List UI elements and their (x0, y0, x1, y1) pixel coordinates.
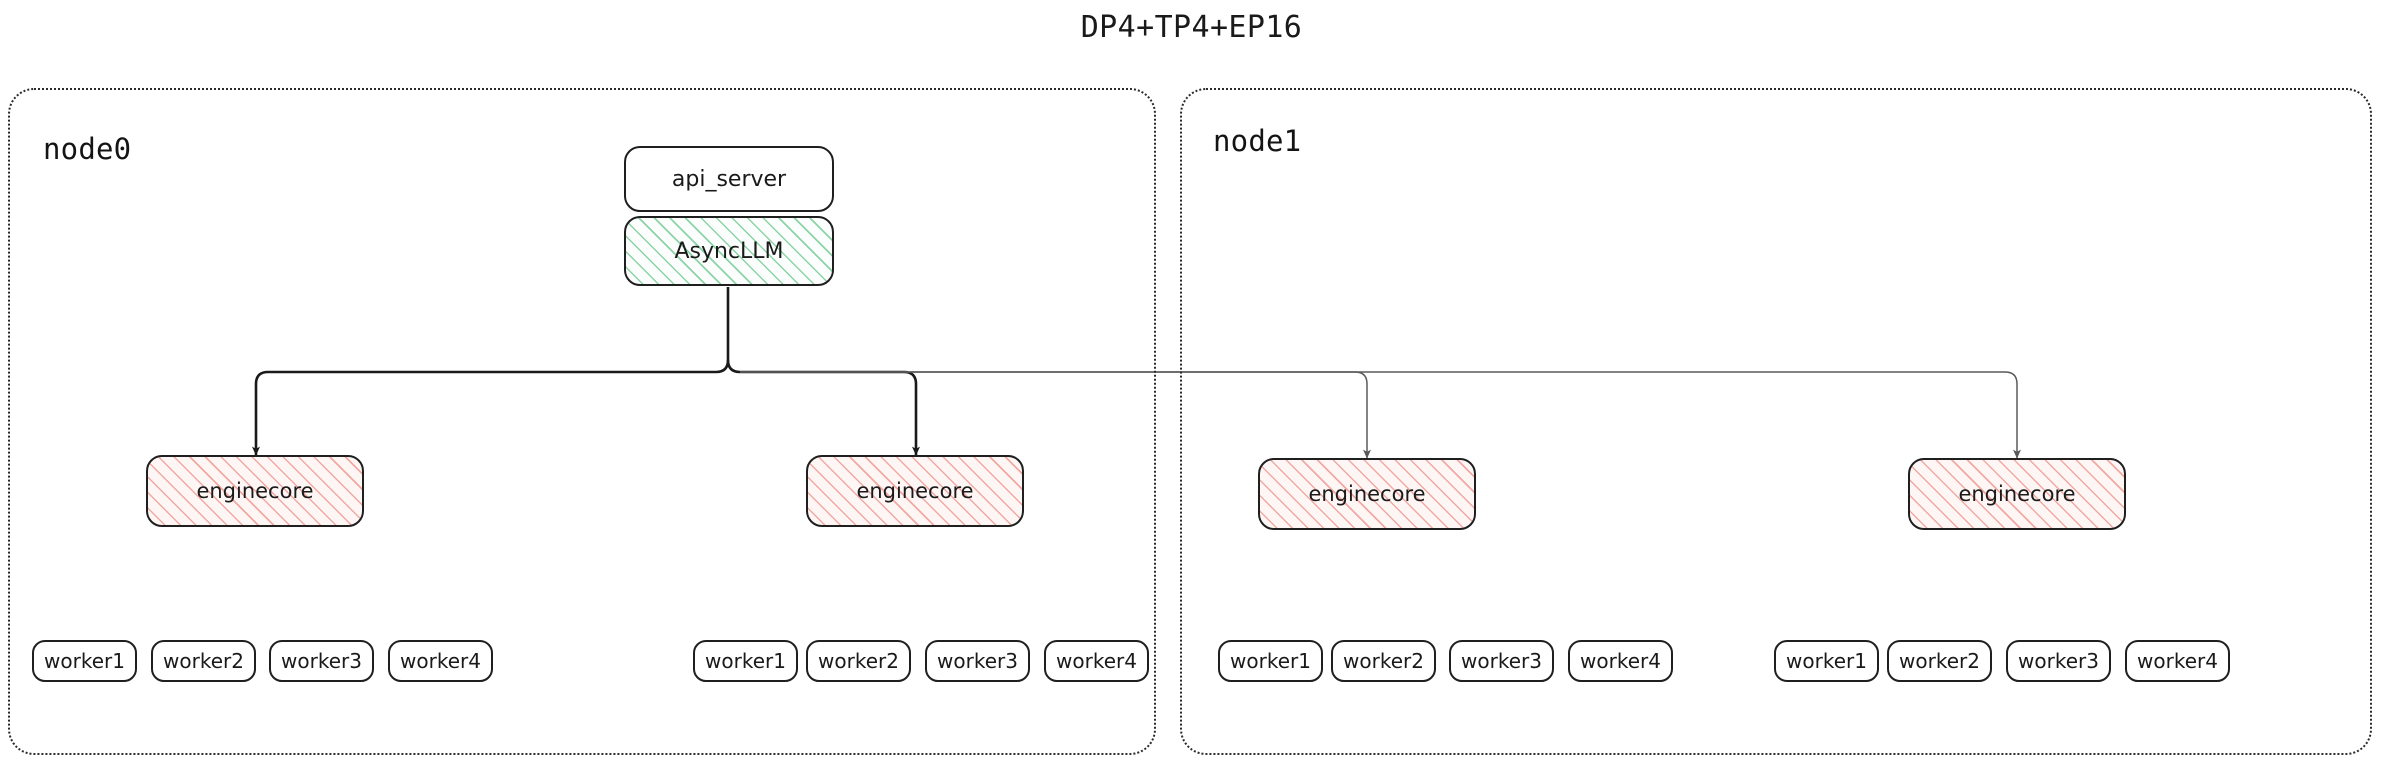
enginecore-label: enginecore (196, 479, 314, 503)
enginecore-box-node0-1[interactable]: enginecore (146, 455, 364, 527)
async-llm-box[interactable]: AsyncLLM (624, 216, 834, 286)
api-server-label: api_server (671, 166, 787, 192)
worker-label: worker1 (1786, 649, 1867, 673)
node-container-node0 (8, 88, 1156, 755)
enginecore-box-node1-1[interactable]: enginecore (1258, 458, 1476, 530)
worker-box[interactable]: worker3 (2006, 640, 2111, 682)
worker-box[interactable]: worker4 (388, 640, 493, 682)
worker-label: worker2 (1899, 649, 1980, 673)
worker-box[interactable]: worker2 (806, 640, 911, 682)
worker-label: worker3 (281, 649, 362, 673)
enginecore-label: enginecore (856, 479, 974, 503)
worker-box[interactable]: worker4 (2125, 640, 2230, 682)
worker-box[interactable]: worker1 (693, 640, 798, 682)
worker-label: worker4 (400, 649, 481, 673)
enginecore-label: enginecore (1958, 482, 2076, 506)
worker-label: worker4 (1580, 649, 1661, 673)
enginecore-box-node1-2[interactable]: enginecore (1908, 458, 2126, 530)
enginecore-box-node0-2[interactable]: enginecore (806, 455, 1024, 527)
worker-box[interactable]: worker3 (269, 640, 374, 682)
worker-box[interactable]: worker2 (1887, 640, 1992, 682)
node-container-node1 (1180, 88, 2372, 755)
worker-label: worker3 (1461, 649, 1542, 673)
worker-label: worker1 (1230, 649, 1311, 673)
worker-label: worker2 (163, 649, 244, 673)
worker-label: worker2 (1343, 649, 1424, 673)
worker-label: worker1 (44, 649, 125, 673)
worker-box[interactable]: worker1 (32, 640, 137, 682)
node-label-node1: node1 (1213, 124, 1302, 158)
worker-box[interactable]: worker2 (151, 640, 256, 682)
worker-box[interactable]: worker4 (1044, 640, 1149, 682)
worker-label: worker3 (937, 649, 1018, 673)
worker-label: worker1 (705, 649, 786, 673)
worker-label: worker4 (2137, 649, 2218, 673)
enginecore-label: enginecore (1308, 482, 1426, 506)
worker-label: worker3 (2018, 649, 2099, 673)
worker-box[interactable]: worker2 (1331, 640, 1436, 682)
worker-box[interactable]: worker1 (1774, 640, 1879, 682)
worker-box[interactable]: worker4 (1568, 640, 1673, 682)
worker-label: worker2 (818, 649, 899, 673)
worker-box[interactable]: worker3 (1449, 640, 1554, 682)
async-llm-label: AsyncLLM (674, 238, 784, 264)
api-server-box[interactable]: api_server (624, 146, 834, 212)
page-title: DP4+TP4+EP16 (1080, 10, 1303, 45)
node-label-node0: node0 (43, 132, 132, 166)
worker-box[interactable]: worker3 (925, 640, 1030, 682)
worker-box[interactable]: worker1 (1218, 640, 1323, 682)
worker-label: worker4 (1056, 649, 1137, 673)
